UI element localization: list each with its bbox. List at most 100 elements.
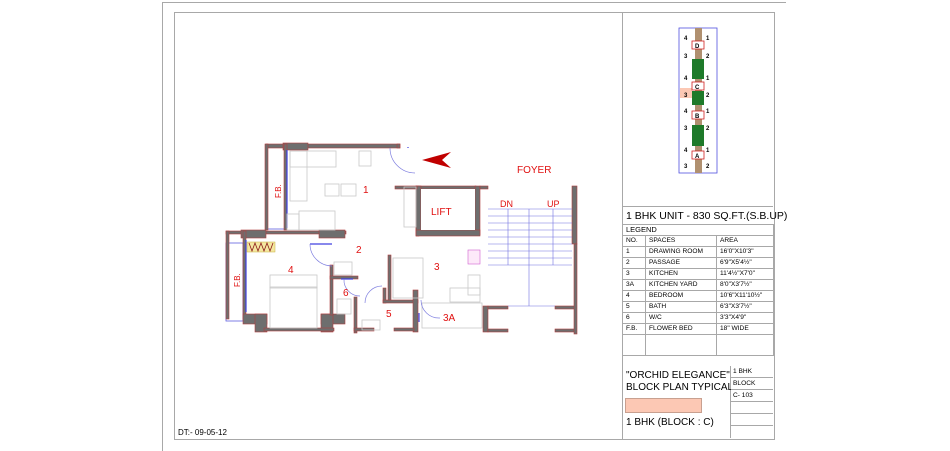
key-block-b: B (695, 114, 700, 120)
wardrobe-hatch (248, 241, 274, 253)
key-flat-label: 3 (684, 54, 688, 60)
title-side-divider (730, 366, 731, 438)
cell-area: 11'4½"X7'0" (716, 268, 774, 280)
cell-area: 10'6"X11'10½" (716, 290, 774, 302)
side-cell (731, 426, 773, 437)
cell-no: 3A (622, 279, 646, 291)
room-labels: 1 2 3 3A 4 5 6 FOYER LIFT DN UP F.B. F.B… (233, 165, 560, 324)
flower-bed-label-top: F.B. (274, 184, 283, 198)
key-flat-label: 3 (684, 164, 688, 170)
unit-title: 1 BHK UNIT - 830 SQ.FT.(S.B.UP) (626, 210, 788, 222)
room-label-3: 3 (434, 262, 440, 273)
room-label-1: 1 (363, 185, 369, 196)
cell-no: F.B. (622, 323, 646, 335)
cell-space: W/C (645, 312, 717, 324)
cell-no: 2 (622, 257, 646, 269)
cell-area: 18" WIDE (716, 323, 774, 335)
cooktop-icon (467, 249, 481, 265)
project-line-2: BLOCK PLAN TYPICAL (626, 382, 734, 393)
highlight-swatch (625, 398, 702, 413)
foyer-label: FOYER (517, 165, 551, 176)
cell-no: 6 (622, 312, 646, 324)
cell-space: BEDROOM (645, 290, 717, 302)
key-flat-label: 3 (684, 93, 688, 99)
cell-space: FLOWER BED (645, 323, 717, 335)
key-flat-label: 4 (684, 109, 688, 115)
project-line-1: "ORCHID ELEGANCE" (626, 370, 730, 381)
title-block-top-rule (622, 206, 773, 207)
key-flat-label: 4 (684, 76, 688, 82)
key-flat-label: 1 (706, 109, 710, 115)
cell-no: 4 (622, 290, 646, 302)
date-label: DT:- 09-05-12 (178, 428, 227, 437)
side-cell: 1 BHK (731, 366, 773, 378)
cell-space: BATH (645, 301, 717, 313)
key-flat-label: 2 (706, 164, 710, 170)
cell-area: 8'0"X3'7½" (716, 279, 774, 291)
key-block-c: C (695, 85, 700, 91)
lift-label: LIFT (431, 207, 452, 218)
inner-frame (174, 12, 775, 440)
key-flat-label: 3 (684, 126, 688, 132)
cell-area: 3'3"X4'9" (716, 312, 774, 324)
room-label-4: 4 (288, 265, 294, 276)
cell-no: 5 (622, 301, 646, 313)
outer-frame (162, 2, 786, 451)
block-label: 1 BHK (BLOCK : C) (626, 417, 714, 428)
project-name: "ORCHID ELEGANCE" BLOCK PLAN TYPICAL (626, 370, 733, 394)
cell-space: DRAWING ROOM (645, 246, 717, 258)
key-plan-highlight (680, 88, 692, 98)
cell-no: 3 (622, 268, 646, 280)
staircase (488, 208, 572, 307)
legend-title: LEGEND (622, 224, 774, 236)
flower-bed-label-left: F.B. (233, 273, 242, 287)
key-flat-label: 4 (684, 36, 688, 42)
key-plan: D C B A 4 1 3 2 4 1 3 2 4 1 3 2 4 1 3 2 (678, 27, 718, 174)
side-cell (731, 402, 773, 414)
entry-arrow-icon (422, 152, 451, 168)
key-flat-label: 1 (706, 148, 710, 154)
key-flat-label: 1 (706, 36, 710, 42)
key-flat-label: 4 (684, 148, 688, 154)
cell-space: KITCHEN (645, 268, 717, 280)
table-row-empty (622, 334, 774, 356)
lift-shaft (421, 189, 475, 230)
cell-space: KITCHEN YARD (645, 279, 717, 291)
door-swings (309, 147, 441, 319)
col-area: AREA (716, 235, 774, 247)
side-cell (731, 414, 773, 426)
cell-no: 1 (622, 246, 646, 258)
key-block-a: A (695, 154, 700, 160)
room-label-3a: 3A (443, 313, 456, 324)
legend-header-row: NO. SPACES AREA (622, 235, 774, 247)
side-cell: BLOCK (731, 378, 773, 390)
key-flat-label: 2 (706, 93, 710, 99)
side-cell: C- 103 (731, 390, 773, 402)
key-flat-label: 2 (706, 126, 710, 132)
stair-up-label: UP (547, 199, 560, 209)
side-cells: 1 BHK BLOCK C- 103 (731, 366, 773, 437)
cell-area: 6'3"X3'7½" (716, 301, 774, 313)
cell-area: 16'0"X10'3" (716, 246, 774, 258)
room-label-6: 6 (343, 288, 349, 299)
key-block-d: D (695, 44, 700, 50)
col-no: NO. (622, 235, 646, 247)
furniture (269, 150, 483, 331)
cell-space: PASSAGE (645, 257, 717, 269)
key-flat-label: 1 (706, 76, 710, 82)
room-label-5: 5 (386, 309, 392, 320)
room-label-2: 2 (356, 245, 362, 256)
col-spaces: SPACES (645, 235, 717, 247)
cell-area: 6'9"X5'4½" (716, 257, 774, 269)
